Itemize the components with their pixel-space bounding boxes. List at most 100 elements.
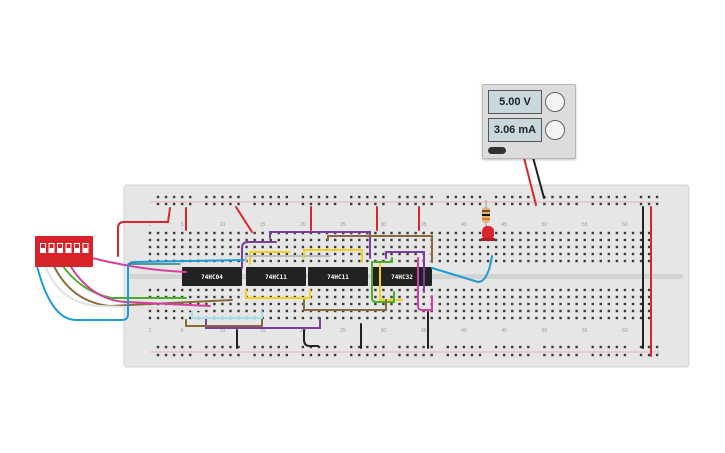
breadboard-hole[interactable] — [189, 231, 192, 235]
breadboard-hole[interactable] — [655, 353, 659, 357]
breadboard-hole[interactable] — [197, 302, 200, 306]
breadboard-hole[interactable] — [189, 295, 192, 299]
breadboard-hole[interactable] — [503, 238, 506, 242]
breadboard-hole[interactable] — [511, 316, 514, 320]
breadboard-hole[interactable] — [333, 202, 337, 206]
breadboard-hole[interactable] — [374, 302, 377, 306]
breadboard-hole[interactable] — [342, 259, 345, 263]
wire-black-2[interactable] — [303, 329, 319, 347]
breadboard-hole[interactable] — [213, 202, 216, 206]
breadboard-hole[interactable] — [639, 302, 643, 306]
wire-yellow-3[interactable] — [303, 249, 363, 263]
breadboard-hole[interactable] — [253, 195, 256, 199]
breadboard-hole[interactable] — [325, 202, 329, 206]
breadboard-hole[interactable] — [229, 195, 232, 199]
breadboard-hole[interactable] — [446, 195, 449, 199]
breadboard-hole[interactable] — [261, 302, 264, 306]
breadboard-hole[interactable] — [422, 195, 425, 199]
breadboard-hole[interactable] — [567, 295, 570, 299]
breadboard-hole[interactable] — [551, 288, 554, 292]
breadboard-hole[interactable] — [583, 245, 586, 249]
breadboard-hole[interactable] — [237, 309, 240, 313]
breadboard-hole[interactable] — [527, 345, 530, 349]
breadboard-hole[interactable] — [180, 353, 184, 357]
breadboard-hole[interactable] — [575, 238, 578, 242]
breadboard-hole[interactable] — [382, 353, 385, 357]
breadboard-hole[interactable] — [414, 309, 417, 313]
breadboard-hole[interactable] — [261, 353, 264, 357]
breadboard-hole[interactable] — [559, 202, 562, 206]
breadboard-hole[interactable] — [213, 231, 216, 235]
breadboard-hole[interactable] — [156, 195, 160, 199]
breadboard-hole[interactable] — [462, 302, 466, 306]
breadboard-hole[interactable] — [607, 245, 611, 249]
voltage-knob[interactable] — [545, 92, 565, 112]
breadboard-hole[interactable] — [237, 252, 240, 256]
breadboard-hole[interactable] — [486, 245, 490, 249]
breadboard-hole[interactable] — [494, 316, 498, 320]
breadboard-hole[interactable] — [382, 195, 385, 199]
breadboard-hole[interactable] — [277, 345, 280, 349]
breadboard-hole[interactable] — [269, 288, 272, 292]
wire-gray-1[interactable] — [245, 255, 331, 263]
breadboard-hole[interactable] — [229, 238, 232, 242]
breadboard-hole[interactable] — [189, 202, 192, 206]
breadboard-hole[interactable] — [229, 231, 232, 235]
wire-red-switch-power[interactable] — [117, 207, 171, 257]
breadboard-hole[interactable] — [398, 259, 401, 263]
breadboard-hole[interactable] — [462, 231, 466, 235]
breadboard-hole[interactable] — [647, 316, 651, 320]
breadboard-hole[interactable] — [551, 195, 554, 199]
breadboard-hole[interactable] — [317, 245, 321, 249]
breadboard-hole[interactable] — [519, 353, 522, 357]
breadboard-hole[interactable] — [269, 345, 272, 349]
breadboard-hole[interactable] — [503, 288, 506, 292]
breadboard-hole[interactable] — [599, 202, 602, 206]
breadboard-hole[interactable] — [374, 353, 377, 357]
breadboard-hole[interactable] — [502, 202, 506, 206]
breadboard-hole[interactable] — [430, 231, 433, 235]
breadboard-hole[interactable] — [269, 245, 272, 249]
breadboard-hole[interactable] — [164, 252, 168, 256]
breadboard-hole[interactable] — [647, 259, 651, 263]
breadboard-hole[interactable] — [494, 231, 498, 235]
breadboard-hole[interactable] — [382, 231, 385, 235]
breadboard-hole[interactable] — [575, 245, 578, 249]
breadboard-hole[interactable] — [333, 238, 337, 242]
breadboard-hole[interactable] — [543, 353, 546, 357]
breadboard-hole[interactable] — [430, 195, 433, 199]
breadboard-hole[interactable] — [156, 353, 160, 357]
breadboard-hole[interactable] — [317, 202, 321, 206]
breadboard-hole[interactable] — [535, 259, 538, 263]
breadboard-hole[interactable] — [470, 252, 474, 256]
breadboard-hole[interactable] — [430, 288, 433, 292]
breadboard-hole[interactable] — [172, 231, 176, 235]
breadboard-hole[interactable] — [366, 288, 369, 292]
breadboard-hole[interactable] — [583, 231, 586, 235]
breadboard-hole[interactable] — [615, 202, 619, 206]
breadboard-hole[interactable] — [398, 302, 401, 306]
breadboard-hole[interactable] — [527, 309, 530, 313]
breadboard-hole[interactable] — [494, 238, 498, 242]
wire-pink-1[interactable] — [417, 257, 433, 311]
breadboard-hole[interactable] — [478, 202, 482, 206]
breadboard-hole[interactable] — [221, 345, 224, 349]
breadboard-hole[interactable] — [358, 295, 361, 299]
breadboard-hole[interactable] — [478, 259, 482, 263]
breadboard-hole[interactable] — [293, 245, 297, 249]
breadboard-hole[interactable] — [229, 295, 232, 299]
breadboard-hole[interactable] — [390, 231, 393, 235]
breadboard-hole[interactable] — [615, 288, 619, 292]
dip-switch[interactable] — [35, 236, 93, 267]
breadboard-hole[interactable] — [462, 295, 466, 299]
breadboard-hole[interactable] — [237, 202, 240, 206]
breadboard-hole[interactable] — [639, 345, 643, 349]
breadboard-hole[interactable] — [293, 302, 297, 306]
breadboard-hole[interactable] — [382, 302, 385, 306]
breadboard-hole[interactable] — [494, 259, 498, 263]
breadboard-hole[interactable] — [301, 259, 305, 263]
wire-red-2[interactable] — [235, 206, 253, 233]
breadboard-hole[interactable] — [422, 202, 425, 206]
breadboard-hole[interactable] — [293, 288, 297, 292]
breadboard-hole[interactable] — [511, 295, 514, 299]
